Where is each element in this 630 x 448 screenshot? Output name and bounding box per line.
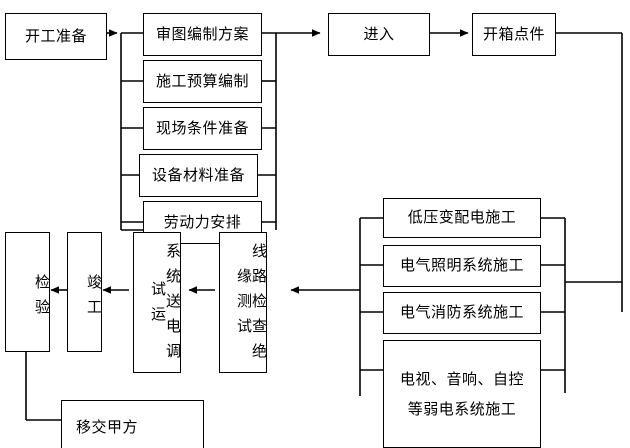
node-work-lighting[interactable]: 电气照明系统施工 [383,245,541,287]
node-work-low-voltage-line1: 电视、音响、自控 [399,370,524,388]
node-line-insulation-test[interactable]: 线路检查绝缘测试 [219,232,268,373]
node-work-low-voltage[interactable]: 电视、音响、自控 等弱电系统施工 [383,340,541,448]
node-work-fire-system[interactable]: 电气消防系统施工 [383,292,541,334]
node-start[interactable]: 开工准备 [5,13,107,60]
node-inspection[interactable]: 检验 [5,232,51,352]
node-work-low-voltage-line2: 等弱电系统施工 [407,400,517,418]
node-handover[interactable]: 移交甲方 [61,400,204,448]
node-completion[interactable]: 竣工 [67,232,103,352]
node-enter[interactable]: 进入 [328,13,430,56]
node-prep-site-conditions[interactable]: 现场条件准备 [143,107,262,150]
node-prep-equipment-materials[interactable]: 设备材料准备 [139,154,258,197]
node-power-commissioning[interactable]: 系统送电调试运 [133,232,182,373]
node-prep-budget[interactable]: 施工预算编制 [143,60,262,103]
node-work-substation[interactable]: 低压变配电施工 [383,198,541,238]
node-unpack-inspect[interactable]: 开箱点件 [472,13,556,56]
node-prep-drawing-review[interactable]: 审图编制方案 [143,13,262,56]
